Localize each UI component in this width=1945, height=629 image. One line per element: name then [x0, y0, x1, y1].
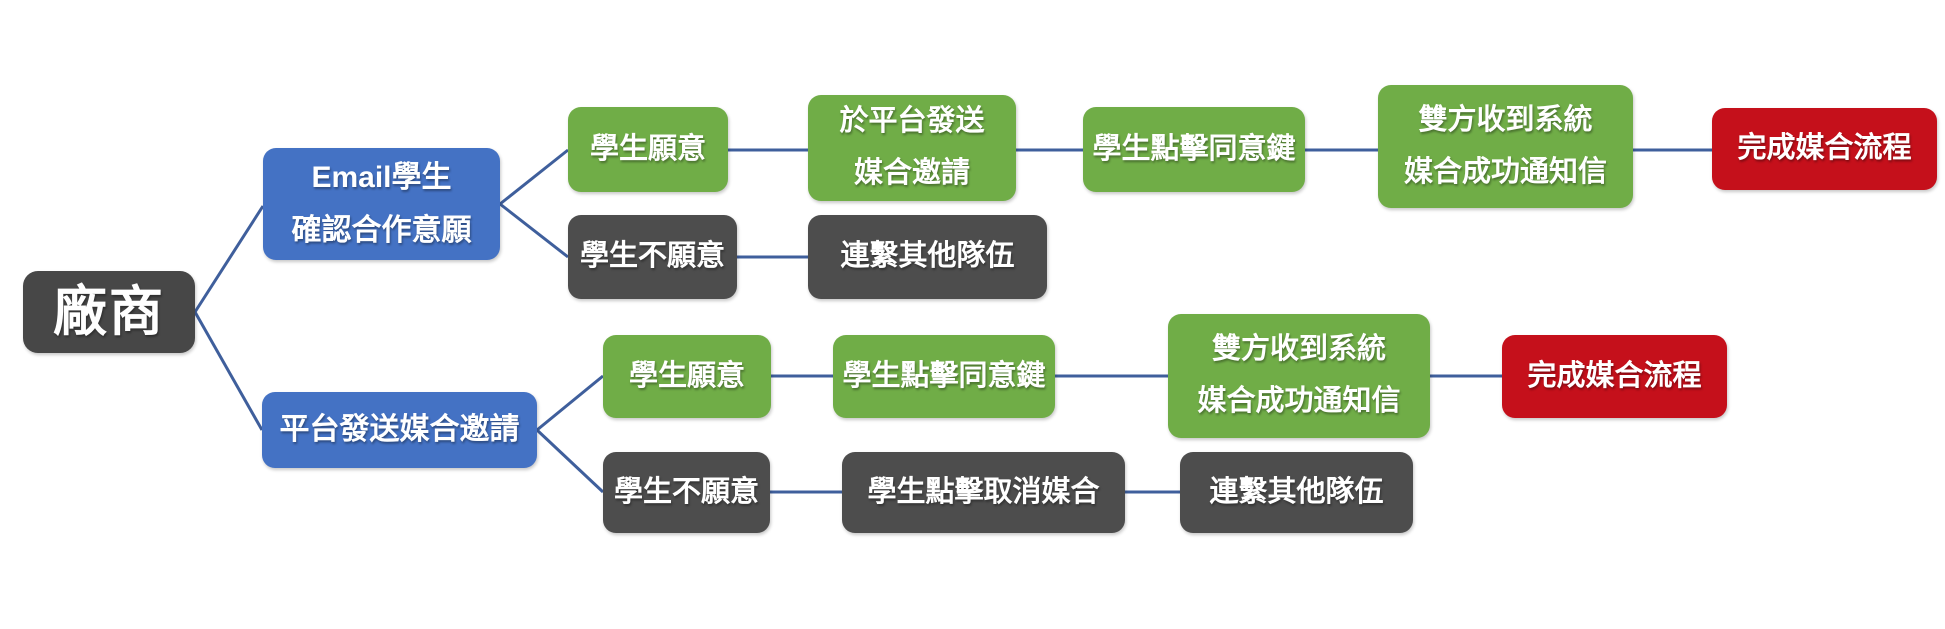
node-label: 完成媒合流程 [1737, 132, 1912, 165]
node-student-click-agree-top: 學生點擊同意鍵 [1083, 107, 1305, 192]
node-student-willing-bottom: 學生願意 [603, 335, 771, 418]
node-label: 學生不願意 [579, 240, 725, 273]
node-complete-matching-top: 完成媒合流程 [1712, 108, 1937, 190]
node-label: 平台發送媒合邀請 [279, 412, 520, 446]
connector-root-to-invite [193, 311, 264, 431]
node-label-line2: 媒合成功通知信 [1403, 155, 1607, 188]
node-send-invite-on-platform: 於平台發送 媒合邀請 [808, 95, 1016, 201]
connector-root-to-email [193, 205, 265, 313]
node-label-line1: Email學生 [311, 160, 452, 194]
node-contact-other-teams-bottom: 連繫其他隊伍 [1180, 452, 1413, 533]
node-student-click-cancel-matching: 學生點擊取消媒合 [842, 452, 1125, 533]
node-label: 學生不願意 [613, 475, 759, 508]
node-student-willing-top: 學生願意 [568, 107, 728, 192]
node-label: 廠商 [53, 281, 165, 342]
node-label: 學生點擊同意鍵 [842, 359, 1046, 392]
node-student-unwilling-bottom: 學生不願意 [603, 452, 770, 533]
node-label: 學生願意 [589, 132, 706, 165]
node-label: 連繫其他隊伍 [1209, 475, 1384, 508]
connector-invite-to-no [535, 428, 605, 494]
connector-email-to-no [499, 202, 569, 259]
node-vendor-root: 廠商 [23, 271, 195, 353]
node-label-line2: 媒合成功通知信 [1197, 385, 1401, 417]
node-label-line1: 雙方收到系統 [1211, 333, 1386, 366]
node-label-line2: 媒合邀請 [853, 157, 970, 189]
node-both-receive-success-notice-bottom: 雙方收到系統 媒合成功通知信 [1168, 314, 1430, 438]
connector-invite-to-yes [536, 374, 604, 432]
node-complete-matching-bottom: 完成媒合流程 [1502, 335, 1727, 418]
node-label: 連繫其他隊伍 [840, 240, 1015, 273]
node-label-line2: 確認合作意願 [291, 214, 472, 247]
node-label-line1: 於平台發送 [839, 105, 985, 138]
node-label: 學生點擊同意鍵 [1092, 132, 1296, 165]
node-label-line1: 雙方收到系統 [1418, 103, 1593, 136]
connector-email-to-yes [499, 148, 569, 206]
node-label: 學生願意 [628, 359, 745, 392]
node-label: 學生點擊取消媒合 [867, 475, 1100, 508]
node-email-confirm-intent: Email學生 確認合作意願 [263, 148, 500, 260]
node-contact-other-teams-top: 連繫其他隊伍 [808, 215, 1047, 299]
node-label: 完成媒合流程 [1527, 359, 1702, 392]
node-student-unwilling-top: 學生不願意 [568, 215, 737, 299]
node-student-click-agree-bottom: 學生點擊同意鍵 [833, 335, 1055, 418]
node-platform-send-invite: 平台發送媒合邀請 [262, 392, 537, 468]
node-both-receive-success-notice-top: 雙方收到系統 媒合成功通知信 [1378, 85, 1633, 208]
